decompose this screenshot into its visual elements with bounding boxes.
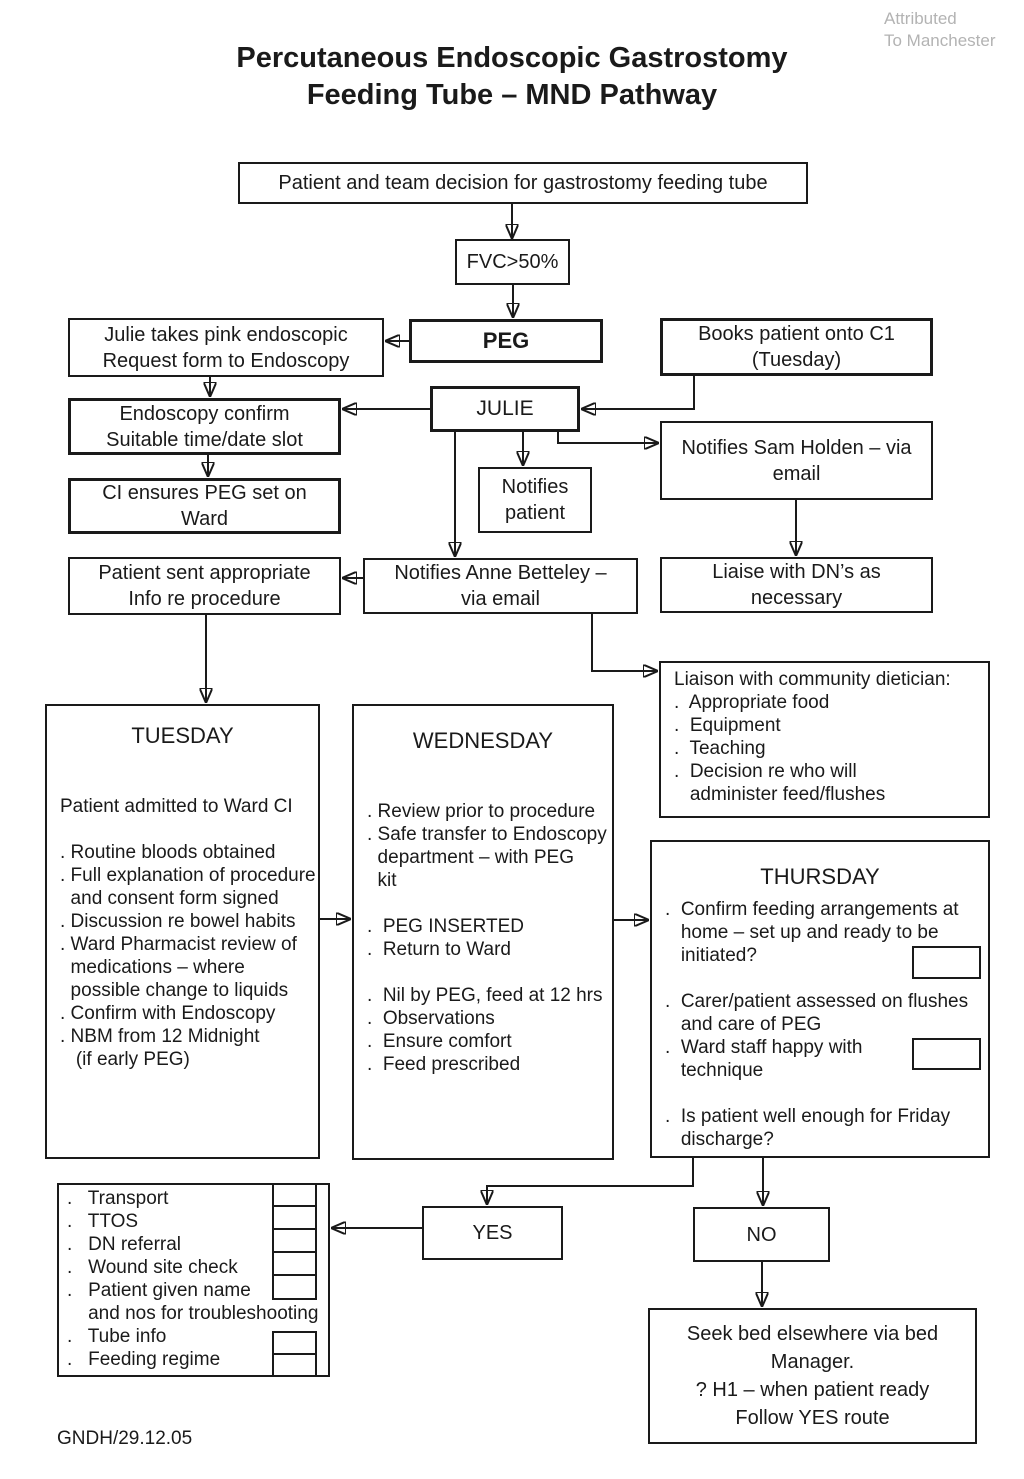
- tuesday-header: TUESDAY: [131, 723, 234, 748]
- node-peg: PEG: [409, 319, 603, 363]
- wednesday-body: . Review prior to procedure. Safe transf…: [367, 801, 607, 1075]
- checkbox-cell: [272, 1353, 317, 1377]
- checkbox-cell: [272, 1274, 317, 1300]
- checkbox-cell: [272, 1251, 317, 1276]
- checkbox-cell: [272, 1183, 317, 1207]
- thursday-body: . Confirm feeding arrangements at home –…: [665, 899, 969, 1150]
- checkbox-box: [912, 946, 981, 979]
- node-no: NO: [693, 1207, 830, 1262]
- node-thursday: THURSDAY . Confirm feeding arrangements …: [650, 840, 990, 1158]
- node-tuesday: TUESDAY Patient admitted to Ward CI . Ro…: [45, 704, 320, 1159]
- wednesday-header: WEDNESDAY: [412, 728, 554, 753]
- node-dietician: Liaison with community dietician:. Appro…: [674, 669, 951, 805]
- node-discharge-checklist: . Transport. TTOS. DN referral. Wound si…: [57, 1183, 330, 1377]
- thursday-header: THURSDAY: [760, 864, 880, 889]
- footer-reference: GNDH/29.12.05: [57, 1428, 193, 1449]
- arrow-thursday-to-yes: [487, 1158, 694, 1204]
- arrow-books-to-julie: [582, 376, 695, 409]
- arrow-julie-to-sam-holden: [557, 432, 658, 443]
- tuesday-body: Patient admitted to Ward CI . Routine bl…: [60, 796, 316, 1070]
- checkbox-cell: [272, 1205, 317, 1230]
- node-decision: Patient and team decision for gastrostom…: [238, 162, 808, 204]
- node-julie: JULIE: [430, 386, 580, 432]
- node-wednesday: WEDNESDAY . Review prior to procedure. S…: [352, 704, 614, 1160]
- checklist-body: . Transport. TTOS. DN referral. Wound si…: [67, 1188, 319, 1370]
- node-anne-betteley: Notifies Anne Betteley –via email: [363, 558, 638, 614]
- checkbox-box: [912, 1038, 981, 1070]
- node-fvc: FVC>50%: [455, 239, 570, 285]
- checkbox-cell: [272, 1331, 317, 1355]
- node-yes: YES: [422, 1206, 563, 1260]
- arrow-anne-to-dietician: [591, 614, 657, 671]
- node-books-patient: Books patient onto C1(Tuesday): [660, 318, 933, 376]
- checkbox-cell: [272, 1228, 317, 1253]
